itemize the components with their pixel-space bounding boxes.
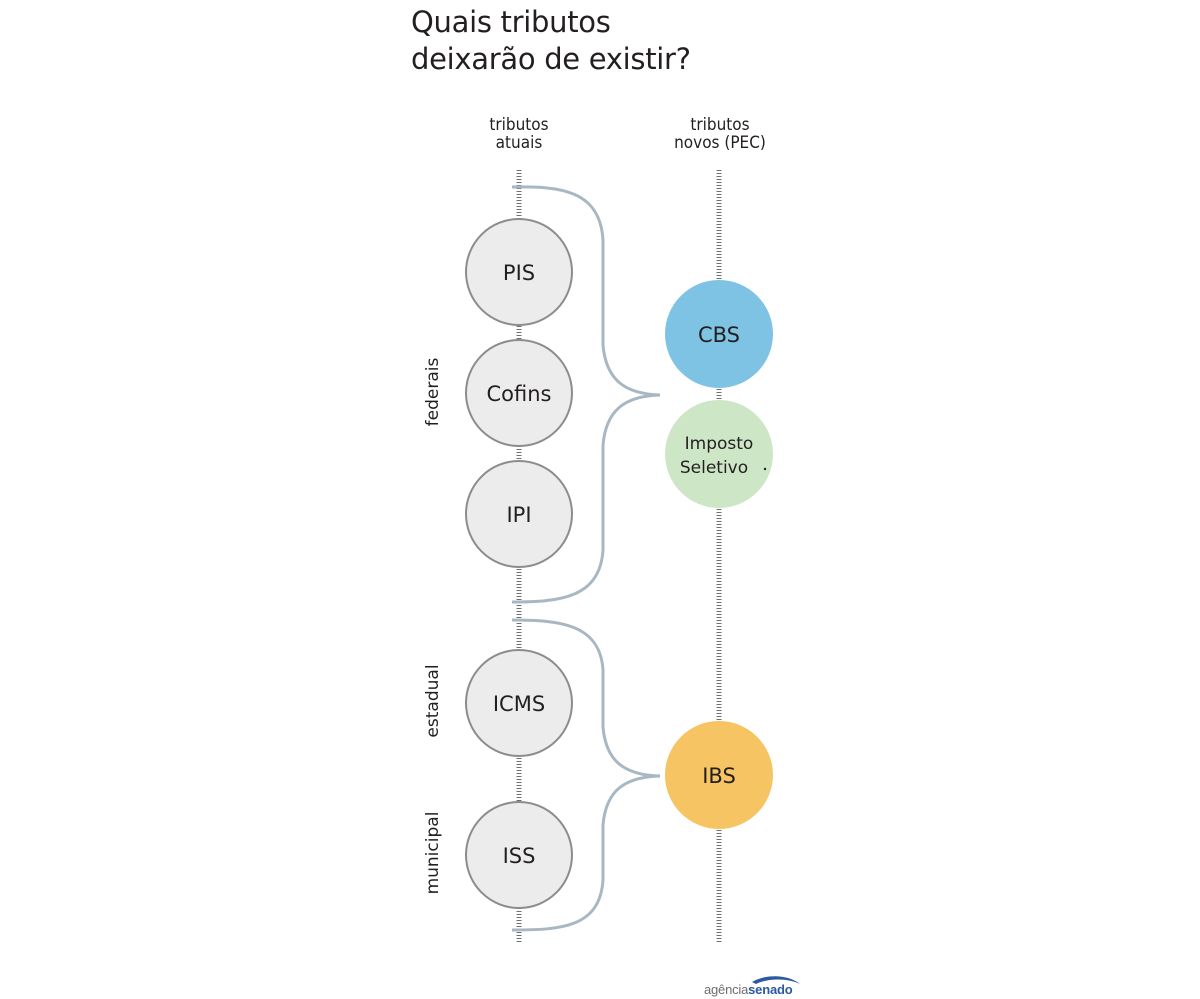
column-header-new-line-1: tributos xyxy=(690,115,750,135)
new-tax-imposto-seletivo-circle xyxy=(665,400,773,508)
group-label-federal: federais xyxy=(423,357,443,427)
agencia-senado-logo: agênciasenado xyxy=(700,974,810,998)
current-tax-iss-label: ISS xyxy=(503,844,536,868)
current-tax-ipi-circle xyxy=(465,460,573,568)
new-tax-ibs: IBS xyxy=(665,721,773,829)
logo-text: agênciasenado xyxy=(704,982,793,997)
current-tax-cofins-circle xyxy=(465,339,573,447)
current-tax-iss-circle xyxy=(465,801,573,909)
group-label-municipal: municipal xyxy=(423,811,443,895)
new-tax-ibs-label: IBS xyxy=(702,764,736,788)
bracket-federal xyxy=(511,185,661,604)
column-header-current-line-2: atuais xyxy=(495,133,543,153)
new-tax-cbs-label: CBS xyxy=(698,323,740,347)
column-header-current-line-1: tributos xyxy=(489,115,549,135)
logo-swoosh-icon xyxy=(752,976,800,984)
decorative-dot xyxy=(763,467,767,471)
current-tax-cofins-label: Cofins xyxy=(487,382,552,406)
bracket-state-municipal xyxy=(511,618,661,932)
new-tax-imposto-seletivo-label-line-1: Imposto xyxy=(685,434,754,454)
current-tax-cofins: Cofins xyxy=(465,339,573,447)
group-label-state: estadual xyxy=(423,664,443,738)
column-header-new-line-2: novos (PEC) xyxy=(674,133,766,153)
new-tax-imposto-seletivo: Imposto Seletivo xyxy=(665,400,773,508)
current-tax-iss: ISS xyxy=(465,801,573,909)
new-tax-ibs-circle xyxy=(665,721,773,829)
current-tax-pis: PIS xyxy=(465,218,573,326)
current-tax-icms-label: ICMS xyxy=(493,692,545,716)
current-tax-pis-circle xyxy=(465,218,573,326)
current-tax-icms-circle xyxy=(465,649,573,757)
page-title: Quais tributos deixarão de existir? xyxy=(411,4,871,78)
title-line-2: deixarão de existir? xyxy=(411,42,691,76)
column-header-current: tributos atuais xyxy=(459,116,579,152)
new-tax-cbs: CBS xyxy=(665,280,773,388)
new-tax-cbs-circle xyxy=(665,280,773,388)
new-tax-imposto-seletivo-label-line-2: Seletivo xyxy=(680,458,748,478)
title-line-1: Quais tributos xyxy=(411,5,611,39)
current-tax-icms: ICMS xyxy=(465,649,573,757)
current-tax-ipi-label: IPI xyxy=(506,503,531,527)
column-header-new: tributos novos (PEC) xyxy=(650,116,790,152)
current-tax-ipi: IPI xyxy=(465,460,573,568)
current-tax-pis-label: PIS xyxy=(503,261,535,285)
logo-text-part-2: senado xyxy=(748,982,793,997)
logo-text-part-1: agência xyxy=(704,982,749,997)
